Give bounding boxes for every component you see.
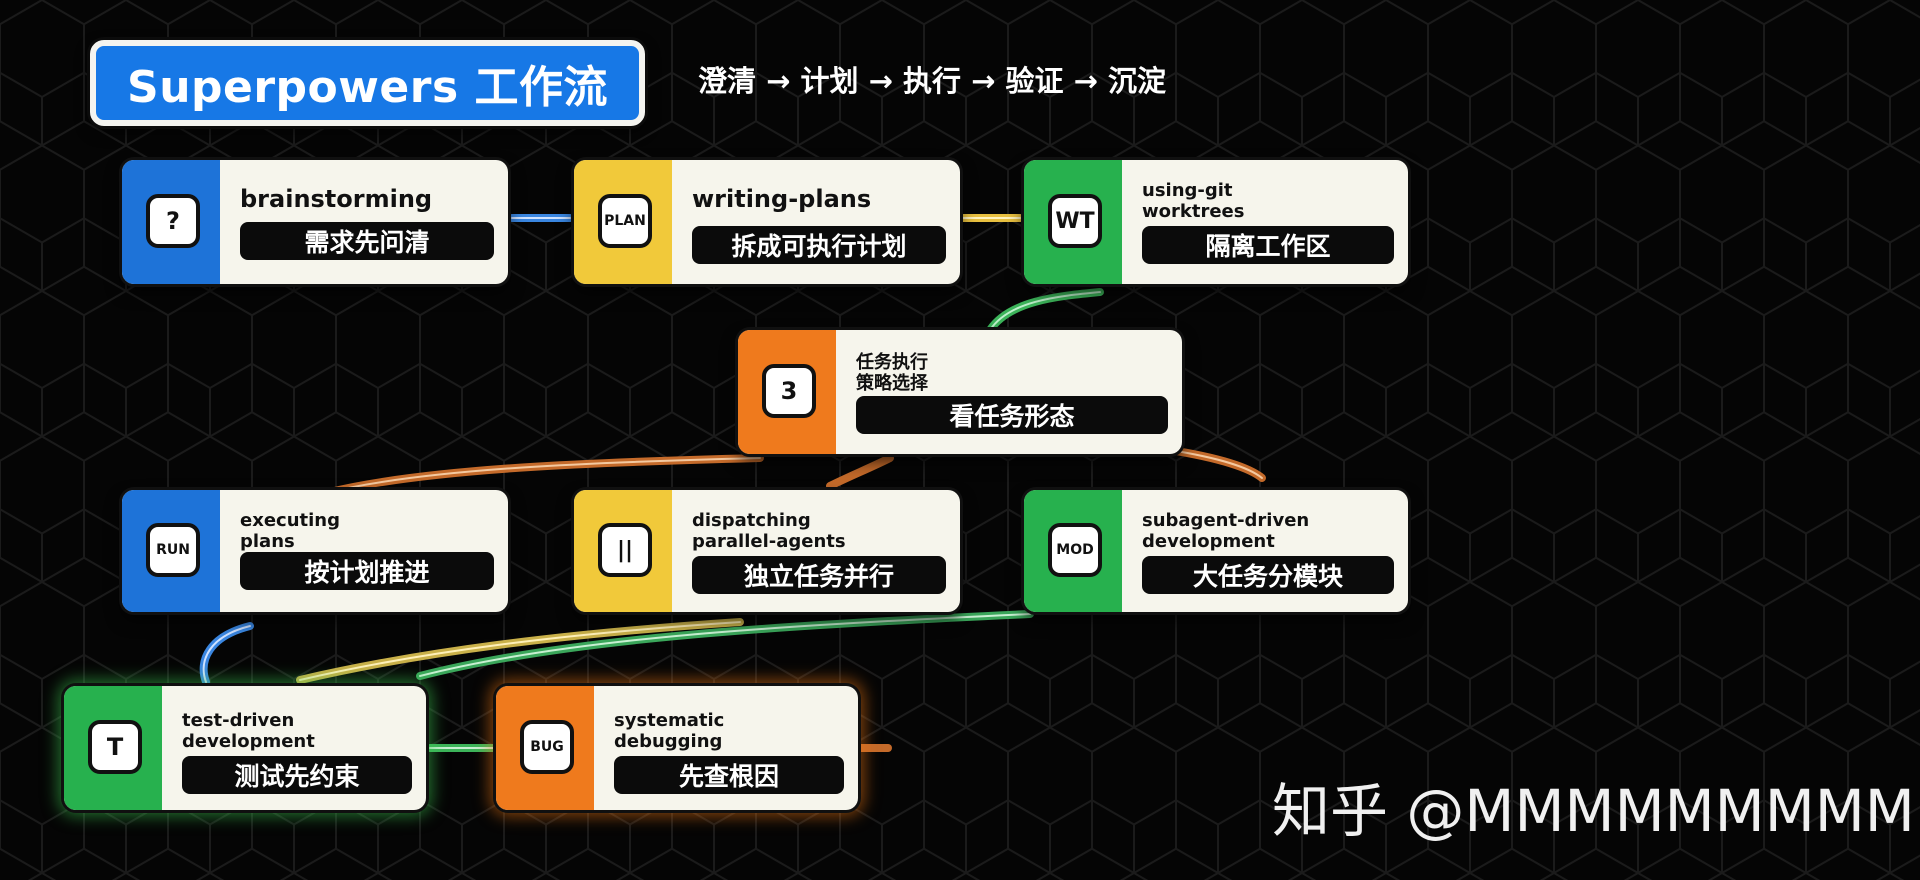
node-title: 任务执行 策略选择 <box>856 352 928 394</box>
title-banner: Superpowers 工作流 <box>90 40 645 126</box>
node-title: writing-plans <box>692 185 872 213</box>
node-label: 大任务分模块 <box>1142 556 1394 594</box>
module-icon: MOD <box>1048 523 1102 577</box>
node-title: brainstorming <box>240 185 433 213</box>
run-icon: RUN <box>146 523 200 577</box>
node-systematic-debugging: BUG systematic debugging 先查根因 <box>496 686 858 810</box>
parallel-icon: || <box>598 523 652 577</box>
link-strategy-dispatching <box>826 454 894 490</box>
node-label: 看任务形态 <box>856 396 1168 434</box>
test-icon: T <box>88 720 142 774</box>
node-executing-plans: RUN executing plans 按计划推进 <box>122 490 508 612</box>
node-title: executing plans <box>240 510 340 552</box>
link-dispatching-tdd <box>296 618 744 684</box>
node-title: dispatching parallel-agents <box>692 510 846 552</box>
node-writing-plans: PLAN writing-plans 拆成可执行计划 <box>574 160 960 284</box>
node-label: 按计划推进 <box>240 552 494 590</box>
number-3-icon: 3 <box>762 364 816 418</box>
page-title: Superpowers 工作流 <box>127 62 608 113</box>
node-using-git-worktrees: WT using-git worktrees 隔离工作区 <box>1024 160 1408 284</box>
workflow-steps: 澄清 → 计划 → 执行 → 验证 → 沉淀 <box>698 64 1166 98</box>
link-strategy-executing <box>326 454 764 496</box>
node-label: 隔离工作区 <box>1142 226 1394 264</box>
watermark: 知乎 @MMMMMMMMMM <box>1272 777 1920 845</box>
node-brainstorming: ? brainstorming 需求先问清 <box>122 160 508 284</box>
node-strategy: 3 任务执行 策略选择 看任务形态 <box>738 330 1182 454</box>
node-title: test-driven development <box>182 710 315 752</box>
link-worktrees-strategy <box>986 288 1104 334</box>
node-title: subagent-driven development <box>1142 510 1310 552</box>
bug-icon: BUG <box>520 720 574 774</box>
node-title: using-git worktrees <box>1142 180 1245 222</box>
node-test-driven-development: T test-driven development 测试先约束 <box>64 686 426 810</box>
node-label: 拆成可执行计划 <box>692 226 946 264</box>
node-label: 先查根因 <box>614 756 844 794</box>
node-label: 独立任务并行 <box>692 556 946 594</box>
worktree-icon: WT <box>1048 194 1102 248</box>
node-dispatching-parallel-agents: || dispatching parallel-agents 独立任务并行 <box>574 490 960 612</box>
node-label: 测试先约束 <box>182 756 412 794</box>
plan-icon: PLAN <box>598 194 652 248</box>
link-strategy-subagent <box>1166 446 1266 482</box>
question-icon: ? <box>146 194 200 248</box>
node-subagent-driven-development: MOD subagent-driven development 大任务分模块 <box>1024 490 1408 612</box>
node-title: systematic debugging <box>614 710 725 752</box>
node-label: 需求先问清 <box>240 222 494 260</box>
